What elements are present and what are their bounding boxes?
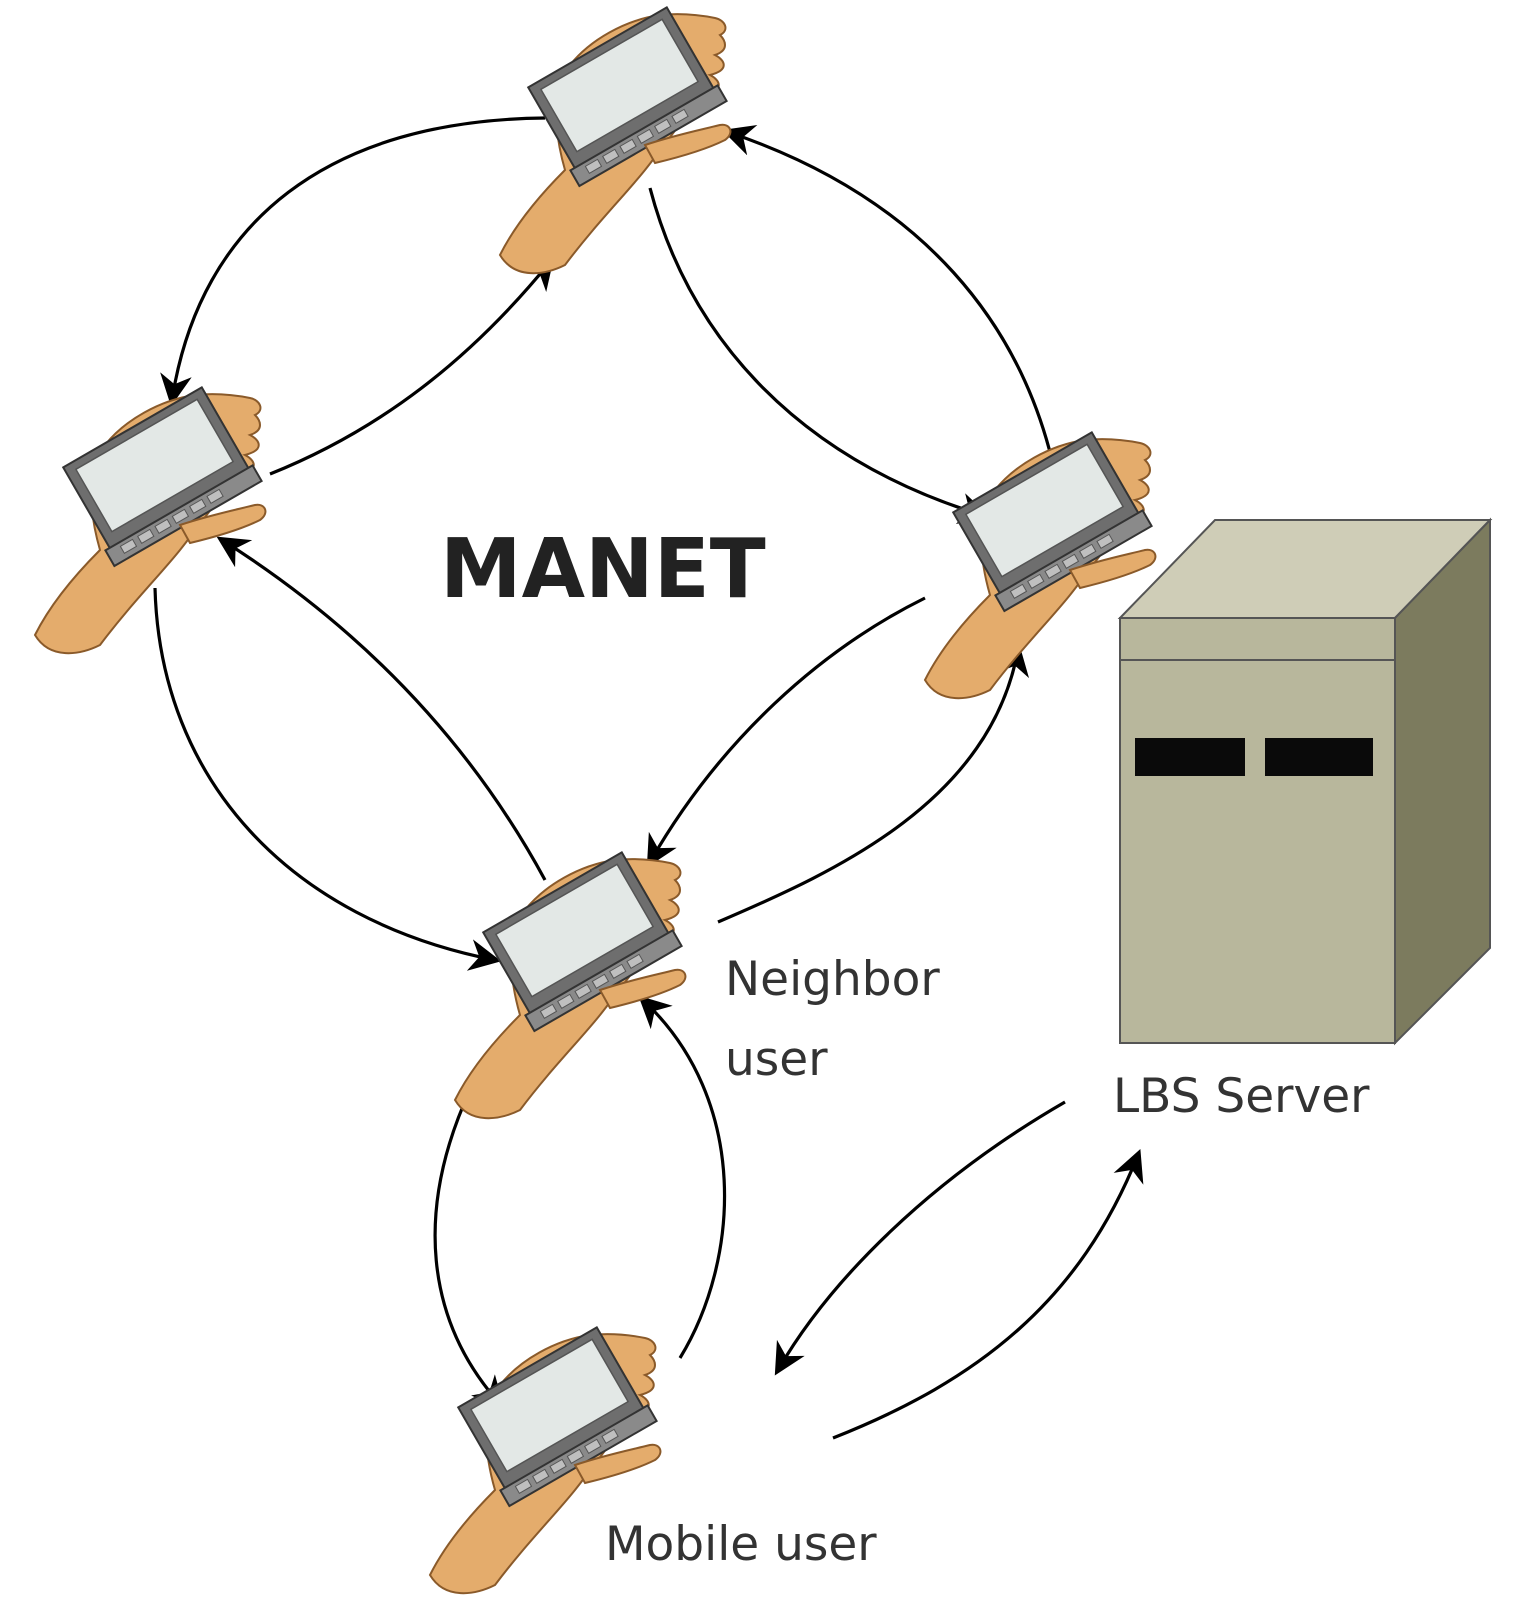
diagram-title: MANET (440, 522, 766, 617)
link-right-to-neighbor (646, 596, 926, 868)
link-neighbor-to-left (216, 536, 547, 881)
node-top-device-icon (499, 3, 732, 275)
link-mobile-to-neighbor (638, 995, 727, 1359)
link-left-to-top (269, 257, 555, 476)
link-neighbor-to-right (717, 643, 1030, 924)
link-left-to-neighbor (153, 587, 502, 971)
mobile-user-label: Mobile user (605, 1517, 877, 1572)
links (153, 116, 1144, 1440)
link-right-to-top (721, 125, 1054, 461)
link-top-to-right (648, 187, 992, 524)
neighbor-user-label-line1: Neighbor (725, 952, 940, 1007)
link-lbs-to-mobile (774, 1100, 1066, 1376)
lbs-server-tower-icon (1117, 517, 1493, 1046)
lbs-server-label: LBS Server (1113, 1069, 1370, 1124)
node-neighbor-device-icon (454, 848, 687, 1120)
neighbor-user-label-line2: user (725, 1032, 828, 1087)
link-neighbor-to-mobile (433, 1089, 505, 1409)
link-top-to-left (160, 116, 546, 407)
node-left-device-icon (34, 383, 267, 655)
link-mobile-to-lbs (832, 1149, 1144, 1440)
